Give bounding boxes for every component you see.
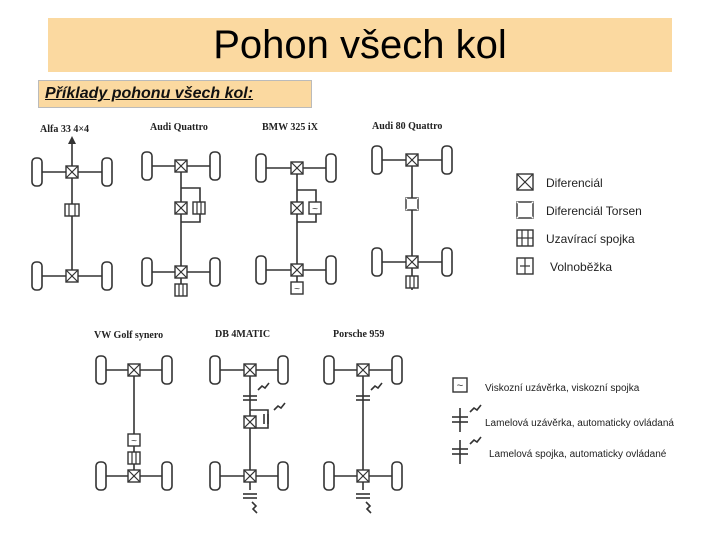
svg-text:~: ~	[131, 436, 137, 447]
page-title: Pohon všech kol	[213, 23, 507, 67]
label-vw: VW Golf synero	[94, 330, 163, 341]
layout-audi-quattro	[141, 151, 221, 297]
label-bmw: BMW 325 iX	[262, 122, 319, 133]
svg-text:~: ~	[294, 284, 300, 295]
label-alfa: Alfa 33 4×4	[40, 124, 89, 135]
layout-audi80	[371, 145, 453, 290]
subtitle-text: Příklady pohonu všech kol:	[45, 85, 254, 102]
legend-lamelova-uzaverka: Lamelová uzávěrka, automaticky ovládaná	[485, 418, 674, 429]
layout-porsche	[323, 355, 403, 514]
legend-lamelova-spojka: Lamelová spojka, automaticky ovládané	[489, 449, 667, 460]
legend-viskozni: Viskozní uzávěrka, viskozní spojka	[485, 383, 640, 394]
label-db: DB 4MATIC	[215, 329, 270, 340]
legend-bottom: ~ Viskozní uzávěrka, viskozní spojka Lam…	[452, 377, 674, 464]
layout-bmw: ~ ~	[255, 153, 337, 295]
svg-text:~: ~	[457, 380, 463, 392]
svg-text:~: ~	[312, 204, 318, 215]
legend-diferencial: Diferenciál	[546, 176, 603, 190]
legend-volnobezka: Volnoběžka	[550, 260, 612, 274]
subtitle-banner: Příklady pohonu všech kol:	[38, 80, 312, 108]
layout-alfa	[31, 136, 113, 291]
layout-db	[209, 355, 289, 514]
drivetrain-diagram: Alfa 33 4×4 Audi Quattro BMW 325 iX Audi…	[31, 121, 674, 514]
legend-top: Diferenciál Diferenciál Torsen Uzavírací…	[516, 173, 642, 275]
label-porsche: Porsche 959	[333, 329, 384, 340]
legend-uzaviraci: Uzavírací spojka	[546, 232, 635, 246]
layout-vw: ~	[95, 355, 173, 491]
title-banner: Pohon všech kol	[48, 18, 672, 72]
label-audi80: Audi 80 Quattro	[372, 121, 442, 132]
legend-torsen: Diferenciál Torsen	[546, 204, 642, 218]
label-audi-quattro: Audi Quattro	[150, 122, 208, 133]
